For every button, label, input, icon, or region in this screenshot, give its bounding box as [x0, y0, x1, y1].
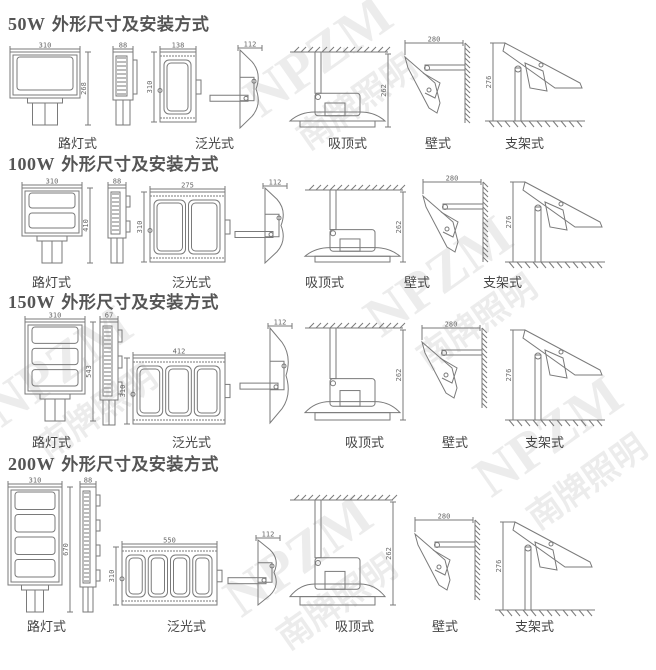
mount-label-stand: 支架式 — [525, 436, 565, 451]
flood-light-front-view: 275 310 — [136, 182, 231, 263]
flood-light-side-profile: 112 — [227, 531, 281, 607]
dimension-value: 280 — [445, 321, 458, 329]
street-light-front-view: 310 268 — [9, 42, 91, 126]
section-title: 50W 外形尺寸及安装方式 — [8, 10, 209, 35]
dimension-value: 88 — [84, 477, 92, 485]
dimension-value: 276 — [485, 76, 493, 89]
title-text: 外形尺寸及安装方式 — [55, 455, 219, 475]
dimension-value: 262 — [395, 221, 403, 234]
stand-mount-drawing: 276 — [505, 329, 605, 427]
flood-light-front-view: 412 310 — [119, 348, 231, 425]
mount-label-flood: 泛光式 — [172, 436, 212, 451]
dimension-value: 67 — [105, 312, 113, 320]
street-light-front-view: 310 670 — [7, 477, 73, 613]
flood-light-side-profile: 112 — [239, 319, 293, 425]
mount-label-ceiling: 吸顶式 — [345, 436, 385, 451]
mount-label-wall: 壁式 — [425, 137, 452, 152]
mount-label-street: 路灯式 — [32, 436, 72, 451]
wall-mount-drawing: 280 — [414, 513, 481, 601]
mount-label-flood: 泛光式 — [195, 137, 235, 152]
section-title: 100W 外形尺寸及安装方式 — [8, 150, 219, 175]
ceiling-mount-drawing: 262 — [303, 322, 406, 421]
dimension-value: 276 — [495, 560, 503, 573]
mount-label-wall: 壁式 — [442, 436, 469, 451]
mount-label-street: 路灯式 — [32, 276, 72, 291]
dimension-value: 670 — [62, 543, 70, 556]
title-text: 外形尺寸及安装方式 — [45, 15, 210, 35]
dimension-value: 262 — [395, 369, 403, 382]
dimension-value: 310 — [39, 42, 52, 50]
dimension-value: 262 — [380, 84, 388, 97]
street-light-front-view: 310 543 — [24, 312, 96, 422]
flood-light-front-view: 550 310 — [108, 537, 223, 606]
dimension-drawings: 310 268 88 138 310 112 262 280 276 310 410 88 275 310… — [7, 36, 605, 617]
mount-label-street: 路灯式 — [27, 620, 67, 635]
dimension-value: 275 — [181, 182, 194, 190]
dimension-value: 543 — [85, 365, 93, 378]
title-text: 外形尺寸及安装方式 — [55, 155, 219, 175]
wall-mount-drawing: 280 — [422, 175, 489, 263]
flood-light-side-profile: 112 — [234, 179, 288, 265]
section-title: 200W 外形尺寸及安装方式 — [8, 450, 219, 475]
mount-label-flood: 泛光式 — [167, 620, 207, 635]
street-light-side-view: 67 — [99, 312, 123, 426]
dimension-value: 310 — [119, 385, 127, 398]
dimension-value: 268 — [80, 82, 88, 95]
dimension-value: 310 — [49, 312, 62, 320]
dimension-value: 276 — [505, 369, 513, 382]
dimension-value: 88 — [119, 42, 127, 50]
dimension-value: 276 — [505, 216, 513, 229]
stand-mount-drawing: 276 — [485, 42, 585, 128]
dimension-value: 310 — [136, 221, 144, 234]
street-light-side-view: 88 — [79, 477, 101, 613]
dimension-value: 310 — [108, 570, 116, 583]
dimension-value: 310 — [146, 81, 154, 94]
dimension-value: 310 — [29, 477, 42, 485]
mount-label-ceiling: 吸顶式 — [305, 276, 345, 291]
wall-mount-drawing: 280 — [421, 321, 488, 409]
mount-label-wall: 壁式 — [404, 276, 431, 291]
flood-light-front-view: 138 310 — [146, 42, 202, 123]
mount-label-ceiling: 吸顶式 — [328, 137, 368, 152]
power-rating: 50W — [8, 14, 46, 34]
power-rating: 100W — [8, 154, 55, 174]
dimension-value: 410 — [82, 219, 90, 232]
ceiling-mount-drawing: 262 — [288, 494, 398, 606]
flood-light-side-profile: 112 — [209, 41, 263, 130]
dimension-value: 280 — [446, 175, 459, 183]
dimension-value: 112 — [262, 531, 275, 539]
dimension-value: 112 — [269, 179, 282, 187]
section-title: 150W 外形尺寸及安装方式 — [8, 288, 219, 313]
dimension-value: 262 — [385, 547, 393, 560]
mount-label-street: 路灯式 — [58, 137, 98, 152]
dimension-value: 310 — [46, 178, 59, 186]
ceiling-mount-drawing: 262 — [288, 46, 391, 128]
dimension-value: 88 — [113, 178, 121, 186]
street-light-side-view: 88 — [107, 178, 131, 264]
dimension-value: 112 — [244, 41, 257, 49]
dimension-value: 112 — [274, 319, 287, 327]
power-rating: 150W — [8, 292, 55, 312]
mount-label-flood: 泛光式 — [172, 276, 212, 291]
mount-label-stand: 支架式 — [483, 276, 523, 291]
dimension-value: 550 — [163, 537, 176, 545]
dimension-value: 412 — [173, 348, 186, 356]
wall-mount-drawing: 280 — [404, 36, 471, 124]
mount-label-stand: 支架式 — [505, 137, 545, 152]
street-light-front-view: 310 410 — [21, 178, 93, 264]
stand-mount-drawing: 276 — [495, 521, 595, 617]
dimension-value: 280 — [428, 36, 441, 44]
power-rating: 200W — [8, 454, 55, 474]
title-text: 外形尺寸及安装方式 — [55, 293, 219, 313]
dimension-value: 280 — [438, 513, 451, 521]
mount-label-wall: 壁式 — [432, 620, 459, 635]
stand-mount-drawing: 276 — [505, 181, 605, 269]
mount-label-stand: 支架式 — [515, 620, 555, 635]
street-light-side-view: 88 — [112, 42, 138, 126]
mount-label-ceiling: 吸顶式 — [335, 620, 375, 635]
ceiling-mount-drawing: 262 — [303, 184, 406, 263]
dimension-value: 138 — [172, 42, 185, 50]
